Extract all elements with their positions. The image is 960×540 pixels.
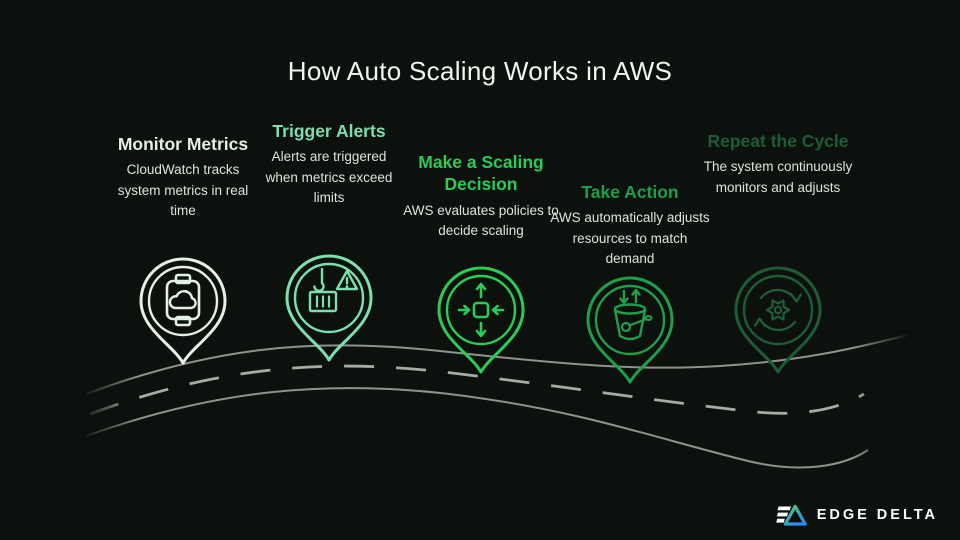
step-make-scaling-decision: Make a Scaling Decision AWS evaluates po… (394, 151, 568, 241)
step-description: The system continuously monitors and adj… (703, 159, 853, 195)
road-bottom-edge (85, 387, 869, 469)
step-heading: Repeat the Cycle (707, 131, 849, 151)
step-heading: Take Action (581, 182, 679, 202)
map-pin-trigger-alerts (281, 252, 377, 364)
road-top-edge (85, 334, 909, 395)
page-title: How Auto Scaling Works in AWS (287, 56, 673, 86)
step-description: CloudWatch tracks system metrics in real… (117, 162, 249, 218)
step-repeat-cycle: Repeat the Cycle The system continuously… (702, 130, 854, 198)
step-monitor-metrics: Monitor Metrics CloudWatch tracks system… (108, 133, 258, 221)
step-description: Alerts are triggered when metrics exceed… (265, 149, 393, 205)
step-trigger-alerts: Trigger Alerts Alerts are triggered when… (254, 120, 404, 208)
step-heading: Trigger Alerts (272, 121, 386, 141)
cloudwatch-watch-icon (139, 257, 227, 365)
hook-container-warning-icon (285, 254, 373, 362)
edge-delta-logo-icon (775, 504, 807, 526)
step-description: AWS evaluates policies to decide scaling (403, 202, 559, 239)
gear-refresh-icon (734, 266, 822, 374)
scaling-arrows-icon (437, 266, 525, 374)
brand-name: EDGE DELTA (816, 507, 938, 523)
step-heading: Monitor Metrics (117, 134, 249, 154)
map-pin-monitor-metrics (135, 255, 231, 367)
step-take-action: Take Action AWS automatically adjusts re… (548, 181, 712, 269)
step-heading: Make a Scaling Decision (418, 152, 544, 195)
map-pin-repeat-cycle (730, 264, 826, 376)
bucket-arrows-icon (586, 276, 674, 384)
map-pin-take-action (582, 274, 678, 386)
map-pin-make-scaling-decision (433, 264, 529, 376)
step-description: AWS automatically adjusts resources to m… (550, 210, 710, 266)
footer-brand: EDGE DELTA (772, 502, 938, 528)
